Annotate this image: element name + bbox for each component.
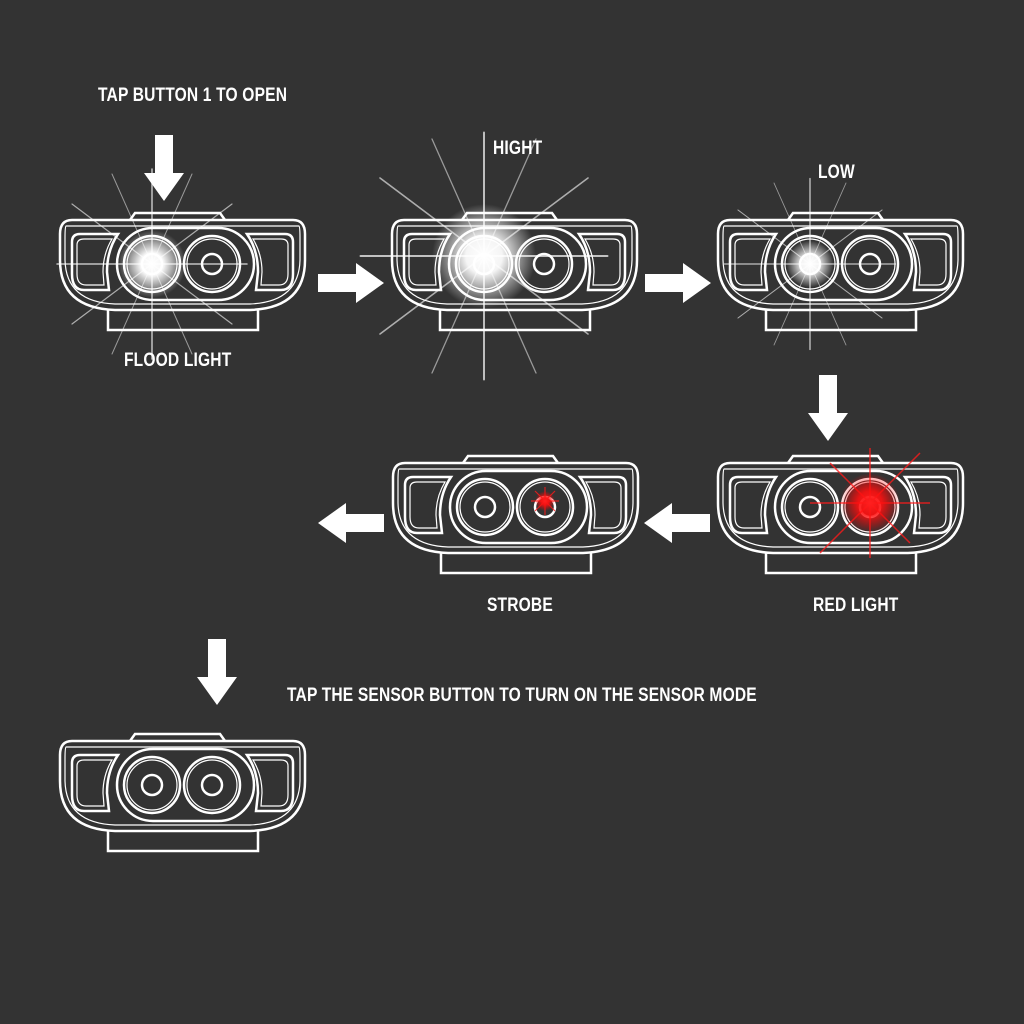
arrow-right-2 [645,263,711,303]
sensor-label: TAP THE SENSOR BUTTON TO TURN ON THE SEN… [287,685,757,706]
low-glow [723,177,897,351]
red-glow [810,448,930,558]
arrow-left-1 [644,503,710,543]
headlamp-flood [56,168,307,360]
arrow-left-2 [318,503,384,543]
low-label: LOW [818,162,855,183]
arrow-down-sensor [197,639,237,705]
high-glow [359,131,609,381]
flood-glow [56,168,248,360]
arrow-down-tap [144,135,184,201]
arrow-down-red [808,375,848,441]
headlamp-low [716,177,965,351]
red-light-label: RED LIGHT [813,595,899,616]
headlamp-high [359,131,639,381]
strobe-label: STROBE [487,595,553,616]
arrow-right-1 [318,263,384,303]
headlamp-sensor [58,732,307,853]
tap-button-label: TAP BUTTON 1 TO OPEN [98,85,288,106]
strobe-glow [531,487,559,515]
high-label: HIGHT [493,138,543,159]
flood-light-label: FLOOD LIGHT [124,350,232,371]
headlamp-strobe [391,454,640,575]
headlamp-red [716,448,965,575]
